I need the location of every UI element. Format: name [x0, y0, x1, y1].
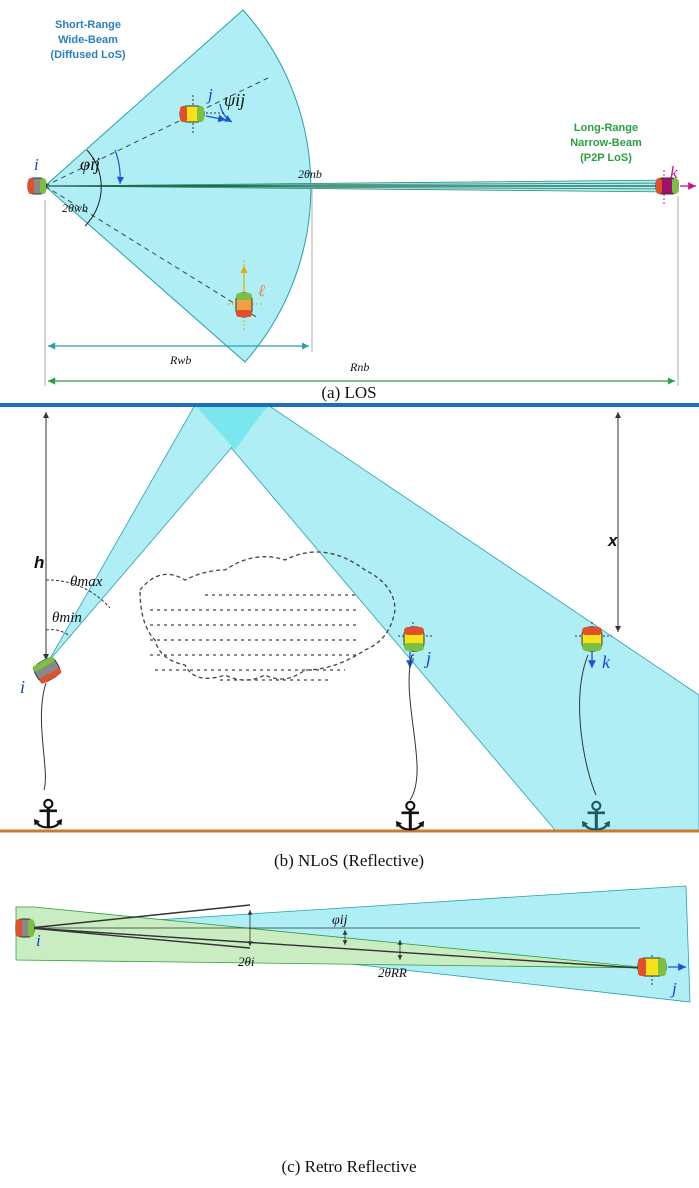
node-j-c: [637, 955, 686, 985]
caption-c: (c) Retro Reflective: [282, 1157, 417, 1176]
theta-rr-label: 2θRR: [378, 965, 407, 980]
node-k-b-label: k: [602, 652, 611, 672]
node-j-b: [398, 622, 432, 801]
phi-label: φij: [80, 154, 100, 174]
wide-beam-label-1: Short-Range: [55, 19, 121, 31]
caption-a: (a) LOS: [321, 383, 376, 402]
node-j-a-label: j: [206, 85, 213, 104]
theta-i-label: 2θi: [238, 954, 255, 969]
r-wb-label: Rwb: [169, 353, 191, 367]
node-i-c-label: i: [36, 931, 41, 950]
panel-a: Short-Range Wide-Beam (Diffused LoS) Lon…: [27, 9, 696, 402]
r-nb-label: Rnb: [349, 360, 369, 374]
reflected-beam: [194, 404, 699, 831]
node-i-b-label: i: [20, 677, 25, 697]
theta-min-label: θmin: [52, 610, 82, 626]
theta-max-label: θmax: [70, 574, 103, 590]
node-j-b-label: j: [424, 648, 431, 668]
fish-school: [139, 551, 396, 681]
x-label: x: [607, 531, 619, 550]
wide-beam-label-2: Wide-Beam: [58, 34, 118, 46]
svg-text:⚓: ⚓: [392, 794, 428, 840]
node-j-a: [179, 95, 227, 135]
psi-label: ψij: [224, 90, 245, 110]
node-i-a-label: i: [34, 155, 39, 174]
theta-wb-label: 2θwb: [62, 201, 88, 215]
phi-c-label: φij: [332, 913, 348, 928]
node-j-c-label: j: [670, 979, 677, 998]
caption-b: (b) NLoS (Reflective): [274, 851, 424, 870]
node-l-a-label: ℓ: [258, 281, 265, 300]
node-k-a-label: k: [670, 163, 678, 182]
node-i-b: [32, 656, 62, 791]
node-i-a: [27, 177, 47, 195]
dashed-line-to-l: [44, 185, 259, 319]
anchor-icon: ⚓: [392, 794, 428, 840]
theta-nb-label: 2θnb: [298, 167, 322, 181]
node-k-b: [575, 622, 612, 796]
h-label: h: [34, 553, 44, 572]
panel-b: ⚓ ⚓ ⚓ h x θmax θmin i j k (b) NLoS (Refl…: [0, 403, 699, 870]
panel-c: i j φij 2θi 2θRR (c) Retro Reflective: [15, 885, 691, 1176]
theta-wb-arc: [84, 149, 102, 227]
narrow-beam-label-2: Narrow-Beam: [570, 137, 642, 149]
phi-arc: [114, 149, 125, 185]
narrow-beam-label-1: Long-Range: [574, 122, 638, 134]
svg-text:⚓: ⚓: [30, 792, 66, 838]
anchor-icon: ⚓: [578, 794, 614, 840]
psi-arc: [219, 103, 233, 123]
node-i-c: [15, 918, 35, 938]
wide-beam-label-3: (Diffused LoS): [50, 49, 125, 61]
anchor-icon: ⚓: [30, 792, 66, 838]
narrow-beam-label-3: (P2P LoS): [580, 152, 632, 164]
node-l-a: [228, 260, 262, 330]
node-k-a: [655, 170, 696, 205]
svg-text:⚓: ⚓: [578, 794, 614, 840]
